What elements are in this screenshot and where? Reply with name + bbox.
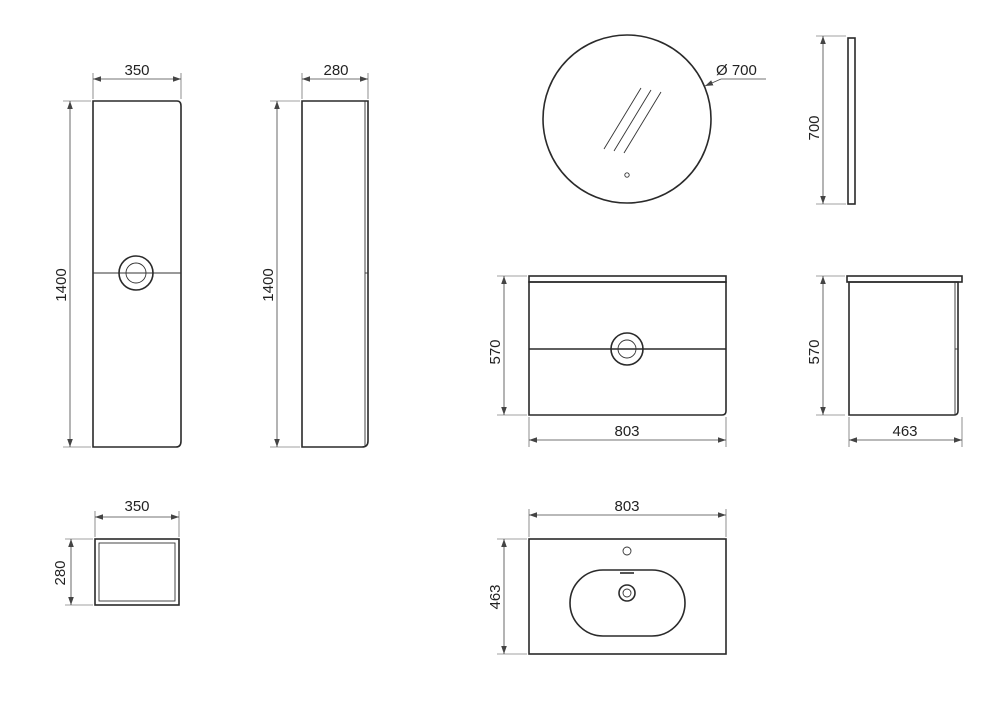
tall-cabinet-side-view: 280 1400 bbox=[260, 62, 369, 448]
basin-top-width-label: 803 bbox=[614, 498, 639, 515]
tall-side-depth-label: 280 bbox=[323, 62, 348, 79]
tall-cabinet-top-outer bbox=[94, 538, 180, 606]
drain-inner bbox=[622, 588, 632, 598]
vanity-side-view: 570 463 bbox=[806, 275, 963, 447]
tall-cabinet-side-outline bbox=[301, 100, 369, 448]
tall-cabinet-front-view: 350 1400 bbox=[53, 62, 182, 448]
vanity-side-countertop bbox=[846, 275, 963, 283]
mirror-sensor-icon bbox=[624, 172, 630, 178]
vanity-front-height-label: 570 bbox=[487, 339, 504, 364]
tall-cabinet-knob-inner bbox=[125, 262, 147, 284]
basin-top-depth-label: 463 bbox=[487, 584, 504, 609]
vanity-knob-inner bbox=[617, 339, 637, 359]
tap-hole-icon bbox=[622, 546, 632, 556]
vanity-body-outline bbox=[528, 281, 727, 416]
tall-top-depth-label: 280 bbox=[52, 560, 69, 585]
mirror-reflection-line bbox=[603, 87, 642, 150]
mirror-side-outline bbox=[847, 37, 856, 205]
vanity-front-view: 570 803 bbox=[487, 275, 727, 447]
mirror-reflection-line bbox=[623, 91, 662, 154]
drain-outer bbox=[618, 584, 636, 602]
mirror-side-view: 700 bbox=[806, 35, 856, 205]
vanity-knob-outer bbox=[610, 332, 644, 366]
tall-front-height-label: 1400 bbox=[53, 268, 70, 301]
mirror-front-view: Ø 700 bbox=[542, 34, 766, 204]
tall-cabinet-top-inner bbox=[98, 542, 176, 602]
mirror-side-height-label: 700 bbox=[806, 115, 823, 140]
vanity-side-height-label: 570 bbox=[806, 339, 823, 364]
vanity-countertop bbox=[528, 275, 727, 283]
tall-cabinet-front-outline bbox=[92, 100, 182, 448]
mirror-reflection-line bbox=[613, 89, 652, 152]
mirror-diameter-label: Ø 700 bbox=[716, 62, 757, 79]
tall-front-width-label: 350 bbox=[124, 62, 149, 79]
vanity-side-depth-label: 463 bbox=[892, 423, 917, 440]
vanity-side-outline bbox=[848, 281, 959, 416]
tall-side-height-label: 1400 bbox=[260, 268, 277, 301]
mirror-outline bbox=[542, 34, 712, 204]
vanity-front-width-label: 803 bbox=[614, 423, 639, 440]
basin-outline bbox=[528, 538, 727, 655]
basin-top-view: 803 463 bbox=[487, 498, 727, 655]
basin-bowl bbox=[569, 569, 686, 637]
tall-cabinet-knob-outer bbox=[118, 255, 154, 291]
leader-arrow bbox=[704, 78, 722, 87]
tall-cabinet-top-view: 350 280 bbox=[52, 498, 180, 606]
tall-top-width-label: 350 bbox=[124, 498, 149, 515]
